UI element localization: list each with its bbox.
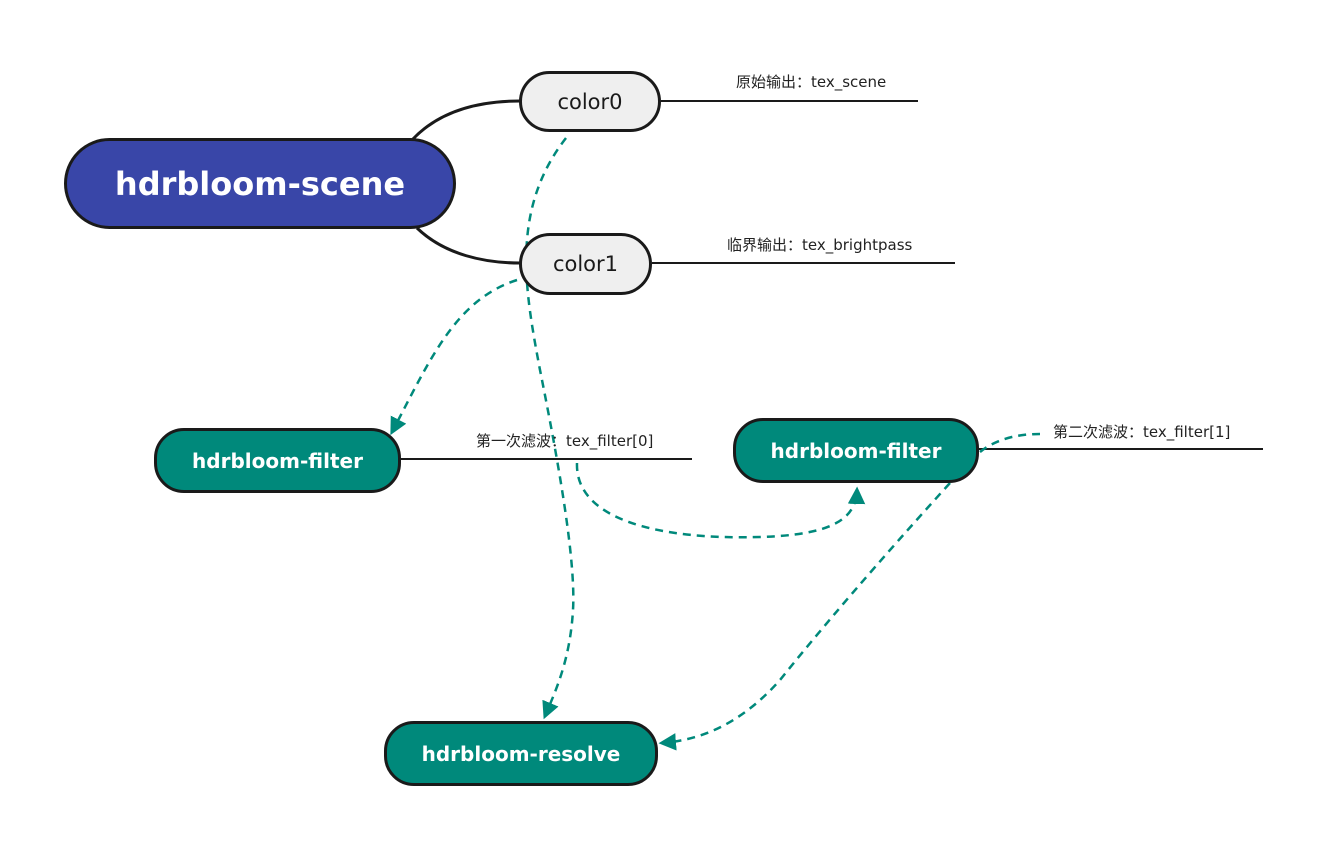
label-first-filter: 第一次滤波：tex_filter[0] bbox=[476, 432, 654, 450]
arrow-filter-second-to-resolve bbox=[658, 482, 951, 751]
node-hdrbloom-resolve[interactable]: hdrbloom-resolve bbox=[384, 721, 658, 786]
node-color0[interactable]: color0 bbox=[519, 71, 661, 132]
label-brightpass-output: 临界输出：tex_brightpass bbox=[727, 236, 913, 254]
node-color1[interactable]: color1 bbox=[519, 233, 652, 295]
label-scene-output: 原始输出：tex_scene bbox=[736, 73, 887, 91]
node-hdrbloom-filter-second[interactable]: hdrbloom-filter bbox=[733, 418, 979, 483]
label-second-filter: 第二次滤波：tex_filter[1] bbox=[1053, 423, 1231, 441]
node-hdrbloom-scene[interactable]: hdrbloom-scene bbox=[64, 138, 456, 229]
arrow-color0-to-resolve bbox=[525, 137, 575, 720]
arrow-filter-second-tail bbox=[979, 432, 1041, 453]
branch-root-to-color1 bbox=[415, 226, 521, 265]
node-hdrbloom-filter-first[interactable]: hdrbloom-filter bbox=[154, 428, 401, 493]
arrow-filter-first-to-filter-second bbox=[575, 462, 866, 539]
arrow-color1-to-filter-first bbox=[390, 278, 518, 436]
branch-root-to-color0 bbox=[410, 99, 521, 142]
